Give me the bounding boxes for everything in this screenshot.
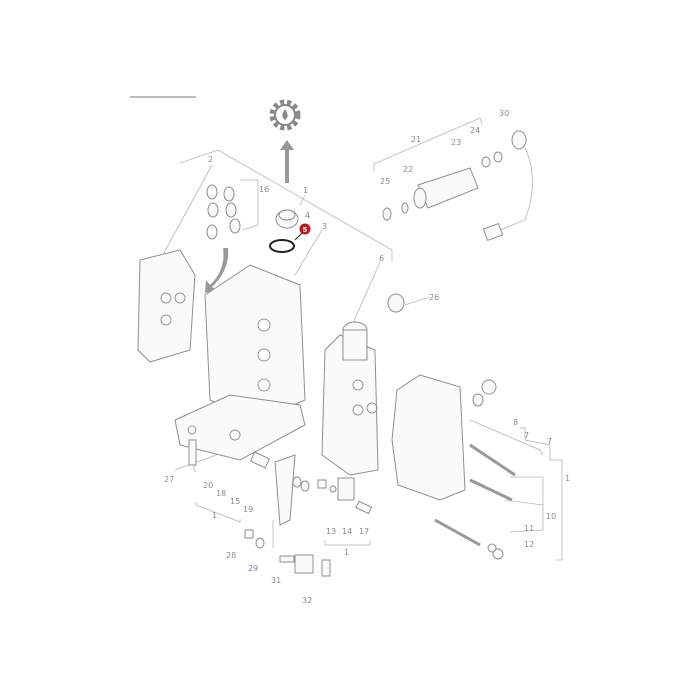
bore-holes	[160, 292, 271, 441]
label-1b: 1	[565, 474, 570, 483]
label-1c: 1	[212, 511, 217, 520]
cover-plate	[137, 249, 196, 363]
label-1: 1	[303, 186, 308, 195]
control-valve	[321, 334, 379, 476]
label-23: 23	[451, 138, 461, 147]
small-parts	[188, 379, 504, 577]
label-8: 8	[513, 418, 518, 427]
o-ring-5	[269, 239, 295, 253]
arrow-curved-icon	[205, 248, 229, 293]
pressure-switch-21	[382, 130, 533, 242]
mounting-base	[174, 394, 306, 461]
label-24: 24	[470, 126, 480, 135]
part-labels: 2 16 1 4 5 3 6 21 22 23 24 25 30 26 8 7 …	[164, 109, 570, 605]
label-3: 3	[322, 222, 327, 231]
label-26: 26	[429, 293, 439, 302]
label-13: 13	[326, 527, 336, 536]
label-25: 25	[380, 177, 390, 186]
label-29: 29	[248, 564, 258, 573]
label-4: 4	[305, 211, 310, 220]
label-17: 17	[359, 527, 369, 536]
label-31: 31	[271, 576, 281, 585]
label-28: 28	[226, 551, 236, 560]
label-10: 10	[546, 512, 556, 521]
label-22: 22	[403, 165, 413, 174]
label-7: 7	[524, 431, 529, 440]
end-cover	[391, 374, 466, 501]
o-rings-16	[206, 184, 241, 240]
label-21: 21	[411, 135, 421, 144]
tie-rods	[434, 443, 516, 547]
label-16: 16	[259, 185, 269, 194]
label-1d: 1	[344, 548, 349, 557]
clip-26	[387, 293, 405, 313]
highlight-marker[interactable]	[299, 223, 311, 235]
label-5[interactable]: 5	[303, 226, 308, 234]
gear-oil-drop-icon	[269, 99, 301, 131]
arrow-up-icon	[280, 140, 294, 183]
label-19: 19	[243, 505, 253, 514]
label-2: 2	[208, 155, 213, 164]
label-27: 27	[164, 475, 174, 484]
plug-4	[275, 209, 299, 229]
valve-body	[204, 264, 306, 421]
label-6: 6	[379, 254, 384, 263]
label-7b: 7	[547, 437, 552, 446]
label-15: 15	[230, 497, 240, 506]
label-11: 11	[524, 524, 534, 533]
label-18: 18	[216, 489, 226, 498]
label-14: 14	[342, 527, 352, 536]
label-12: 12	[524, 540, 534, 549]
label-30: 30	[499, 109, 509, 118]
label-32: 32	[302, 596, 312, 605]
label-20: 20	[203, 481, 213, 490]
